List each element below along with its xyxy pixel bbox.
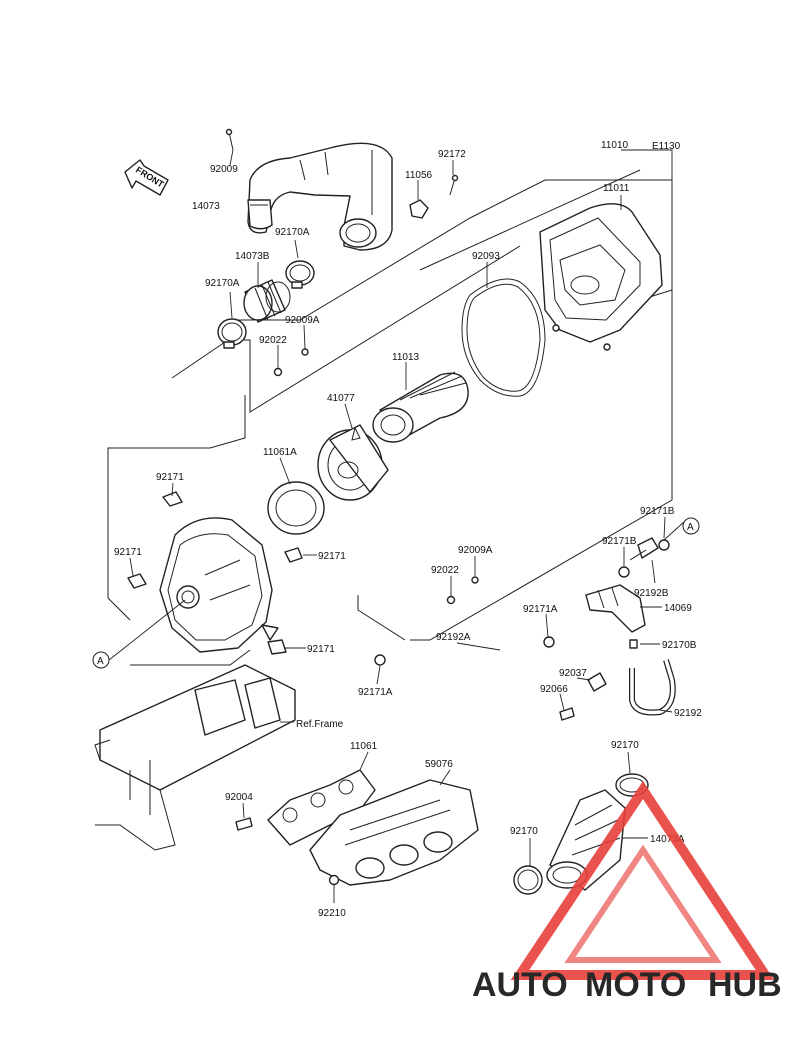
label-ref-frame: Ref.Frame — [296, 719, 344, 730]
screw-92172 — [449, 174, 459, 196]
nut-92210 — [328, 874, 340, 886]
bolt-92009A-top — [301, 348, 309, 356]
label-92170-left: 92170 — [510, 826, 538, 837]
ref-frame — [94, 664, 296, 851]
label-92066: 92066 — [540, 684, 568, 695]
manifold-59076 — [309, 779, 479, 886]
label-14069: 14069 — [664, 603, 692, 614]
label-92170A-left: 92170A — [205, 278, 240, 289]
clip-92171-d — [267, 639, 287, 655]
stud-92004 — [235, 817, 253, 831]
bolt-92009 — [225, 128, 234, 151]
label-11010: 11010 — [601, 140, 629, 151]
fitting-92170B — [629, 639, 638, 649]
diagram-code: E1130 — [652, 141, 681, 152]
hose-92192B — [629, 537, 659, 561]
clip-92171-b — [127, 573, 147, 589]
boot-14073B — [243, 279, 291, 323]
label-92192: 92192 — [674, 708, 702, 719]
clip-92171-a — [162, 491, 183, 507]
callout-marker-a-left: A — [92, 599, 186, 669]
watermark-logo: AUTO MOTO HUB — [472, 780, 782, 1004]
label-92009: 92009 — [210, 164, 238, 175]
clamp-92171A-a — [543, 636, 555, 648]
label-11061A: 11061A — [263, 447, 297, 458]
check-valve-92037 — [587, 672, 607, 692]
washer-92022-mid — [446, 595, 456, 605]
label-92009A-mid: 92009A — [458, 545, 493, 556]
label-92170-top: 92170 — [611, 740, 639, 751]
label-14073B: 14073B — [235, 251, 270, 262]
label-11011: 11011 — [603, 183, 630, 194]
label-92171B-right: 92171B — [640, 506, 675, 517]
clamp-92170-left — [513, 865, 543, 895]
label-14073: 14073 — [192, 201, 220, 212]
clip-92171-c — [284, 547, 303, 563]
label-59076: 59076 — [425, 759, 453, 770]
clip-92066 — [559, 707, 575, 721]
label-92192B: 92192B — [634, 588, 669, 599]
boot-14073A — [546, 789, 626, 891]
watermark-hub: HUB — [708, 966, 782, 1004]
gasket-11061 — [267, 769, 376, 846]
label-92171B-left: 92171B — [602, 536, 637, 547]
watermark-moto: MOTO — [585, 966, 686, 1004]
washer-92022-top — [273, 367, 283, 377]
label-11056: 11056 — [405, 170, 433, 181]
clamp-92171B-left — [618, 566, 630, 578]
bolt-92009A-mid — [471, 576, 479, 584]
front-arrow-icon: FRONT — [124, 159, 169, 196]
clamp-92170A-left — [217, 318, 247, 349]
label-92171-a: 92171 — [156, 472, 184, 483]
label-92022-top: 92022 — [259, 335, 287, 346]
airbox-case — [159, 517, 279, 653]
svg-text:A: A — [687, 522, 694, 533]
airbox-cover-11011 — [539, 203, 663, 351]
clamp-92170A-top — [285, 260, 315, 289]
label-92172: 92172 — [438, 149, 466, 160]
clamp-92171A-b — [374, 654, 386, 666]
watermark-auto: AUTO — [472, 966, 568, 1004]
label-92171A-b: 92171A — [358, 687, 393, 698]
gasket-92093 — [461, 278, 546, 397]
label-11061: 11061 — [350, 741, 378, 752]
label-92171A-a: 92171A — [523, 604, 558, 615]
label-92192A: 92192A — [436, 632, 471, 643]
filter-holder-41077 — [317, 424, 389, 501]
air-filter-11013 — [372, 371, 469, 443]
connector-14069 — [585, 584, 646, 633]
label-92022-mid: 92022 — [431, 565, 459, 576]
label-92171-b: 92171 — [114, 547, 142, 558]
part-labels: 92009 14073 92172 11056 11010 11011 9217… — [114, 140, 702, 919]
label-92170B: 92170B — [662, 640, 697, 651]
hose-92192A — [384, 650, 547, 685]
label-11013: 11013 — [392, 352, 420, 363]
label-92171-d: 92171 — [307, 644, 335, 655]
gasket-ring-11061A — [267, 481, 325, 535]
bracket-11056 — [409, 199, 429, 219]
label-14073A: 14073A — [650, 834, 685, 845]
leader-lines — [129, 149, 685, 903]
label-92004: 92004 — [225, 792, 253, 803]
intake-duct-14073 — [247, 142, 393, 251]
label-92093: 92093 — [472, 251, 500, 262]
label-92170A-top: 92170A — [275, 227, 310, 238]
clamp-92171B-right — [658, 539, 670, 551]
label-92037: 92037 — [559, 668, 587, 679]
callout-marker-a-right: A — [682, 517, 700, 535]
label-41077: 41077 — [327, 393, 355, 404]
label-92171-c: 92171 — [318, 551, 346, 562]
svg-text:A: A — [97, 656, 104, 667]
label-92210: 92210 — [318, 908, 346, 919]
label-92009A-top: 92009A — [285, 315, 320, 326]
hose-92192 — [629, 659, 676, 716]
